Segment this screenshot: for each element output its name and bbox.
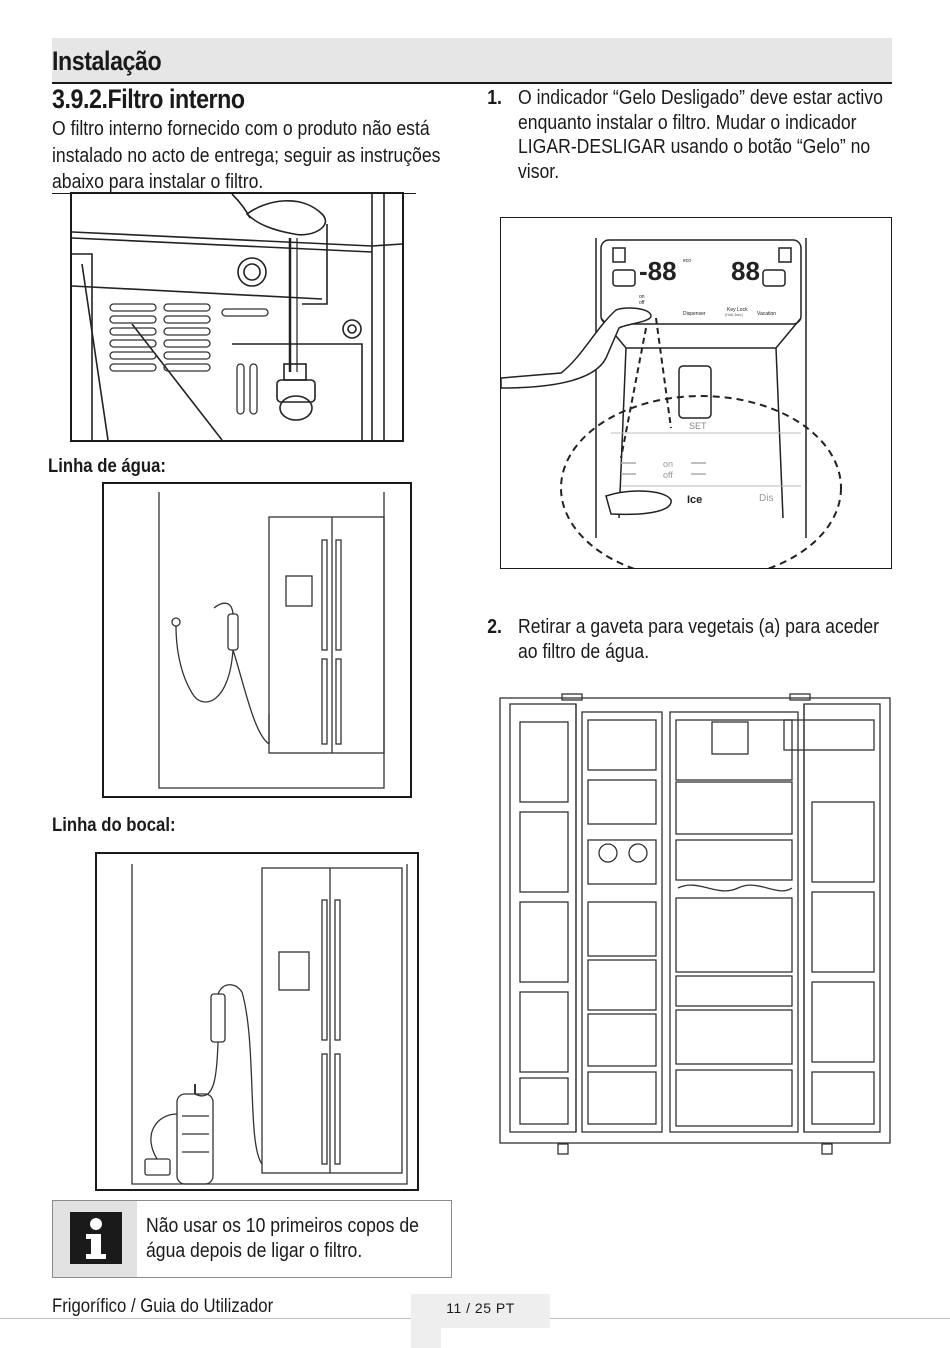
panel-on-label: on: [639, 294, 645, 300]
panel-vacation-label: Vacation: [757, 311, 776, 317]
open-fridge-illustration: [498, 692, 892, 1156]
zoom-finger: [605, 490, 672, 516]
sub-section-title: 3.9.2.Filtro interno: [52, 84, 245, 114]
zoom-circle: [560, 395, 842, 568]
freezer-temp-digits: -88: [639, 256, 677, 286]
footer-guide-title: Frigorífico / Guia do Utilizador: [52, 1296, 274, 1317]
panel-off-label: off: [639, 300, 645, 306]
nozzle-line-caption: Linha do bocal:: [52, 815, 176, 836]
zoom-ice-label: Ice: [687, 494, 702, 506]
step-2-number: 2.: [487, 616, 502, 638]
page-number-tab: [411, 1328, 441, 1348]
step-1-text: O indicador “Gelo Desligado” deve estar …: [518, 87, 883, 183]
zoom-set-label: SET: [689, 421, 707, 431]
display-panel-illustration: -88 88 eco on off Dispenser Key Lock (Ho…: [500, 217, 892, 569]
water-line-caption: Linha de água:: [48, 456, 166, 477]
section-header-bar: [52, 38, 892, 84]
section-title: Instalação: [52, 46, 162, 76]
panel-key-lock-hint: (Hold 3sec): [725, 313, 743, 317]
eco-label: eco: [683, 258, 691, 264]
water-line-illustration: [102, 482, 412, 798]
zoom-on-label: on: [663, 459, 673, 469]
step-2: 2. Retirar a gaveta para vegetais (a) pa…: [487, 615, 888, 664]
step-1-number: 1.: [487, 87, 502, 109]
panel-key-lock-label: Key Lock: [727, 307, 748, 313]
nozzle-line-drawing: [131, 864, 408, 1185]
note-text: Não usar os 10 primeiros copos de água d…: [146, 1215, 419, 1262]
step-1: 1. O indicador “Gelo Desligado” deve est…: [487, 86, 888, 184]
zoom-dis-label: Dis: [759, 493, 773, 504]
pressing-hand: [501, 307, 652, 389]
zoom-off-label: off: [663, 470, 673, 480]
info-icon: [70, 1212, 122, 1264]
page-number-box: [411, 1294, 550, 1328]
filter-connection-illustration: [70, 192, 404, 442]
filter-connection-drawing: [72, 194, 402, 440]
page-number: 11 / 25 PT: [446, 1300, 515, 1316]
nozzle-line-illustration: [95, 852, 419, 1191]
intro-paragraph: O filtro interno fornecido com o produto…: [52, 118, 441, 193]
water-line-drawing: [158, 492, 385, 789]
step-2-text: Retirar a gaveta para vegetais (a) para …: [518, 616, 880, 663]
display-panel-drawing: -88 88 eco on off Dispenser Key Lock (Ho…: [501, 238, 842, 568]
fridge-temp-digits: 88: [731, 256, 760, 286]
panel-dispenser-label: Dispenser: [683, 311, 706, 317]
open-fridge-drawing: [499, 693, 891, 1155]
